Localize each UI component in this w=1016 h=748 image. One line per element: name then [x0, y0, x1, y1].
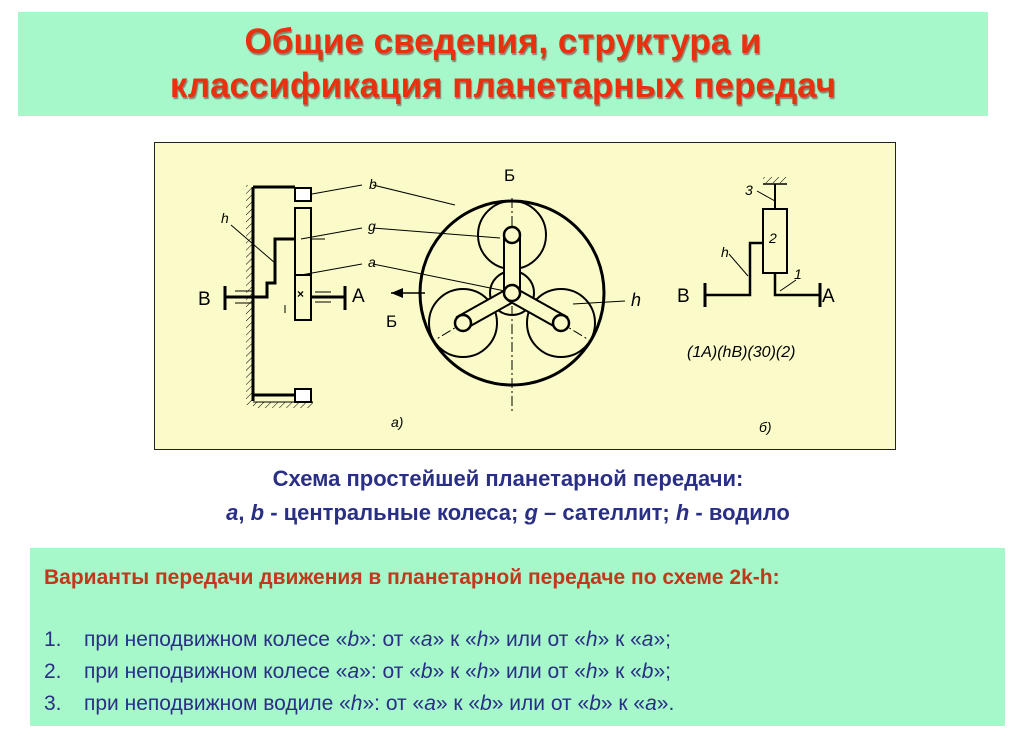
schematic-b [703, 177, 822, 307]
label-b: b [369, 176, 377, 192]
gear-schematic-drawing [223, 177, 822, 413]
page-title-line-2: классификация планетарных передач [169, 66, 837, 105]
label-1: 1 [794, 266, 802, 282]
label-a-left: A [352, 286, 365, 307]
page-title-line-1: Общие сведения, структура и [244, 22, 762, 61]
label-b-left: B [198, 289, 211, 310]
label-a: a [368, 254, 376, 270]
label-h-center: h [631, 290, 642, 310]
subfigure-b-label: б) [759, 419, 772, 435]
caption-b: b [250, 500, 265, 525]
label-2: 2 [769, 230, 777, 246]
variants-title: Варианты передачи движения в планетарной… [44, 566, 780, 589]
cross-mark: × [297, 287, 305, 301]
figure-caption-line-1: Схема простейшей планетарной передачи: [272, 466, 744, 491]
list-item: 1.при неподвижном колесе «b»: от «a» к «… [44, 628, 671, 651]
subfigure-a-label: а) [391, 414, 404, 430]
caption-h: h [675, 500, 690, 525]
caption-g: g [524, 500, 538, 525]
schematic-a [223, 184, 363, 408]
figure-caption-line-2: a, b - центральные колеса; g – сателлит;… [226, 500, 790, 525]
schematic-gear-circles [372, 184, 626, 413]
planetary-gear-figure: b g a h B A × Б Б h 3 2 1 h B A (1A)(hB)… [154, 142, 896, 450]
label-h-right: h [721, 244, 729, 260]
list-item: 3.при неподвижном водиле «h»: от «a» к «… [44, 692, 675, 715]
motion-variants-panel: Варианты передачи движения в планетарной… [30, 548, 1005, 726]
title-banner: Общие сведения, структура и классификаци… [18, 12, 988, 116]
label-a-right: A [822, 286, 835, 307]
label-g: g [368, 218, 376, 234]
caption-a: a [226, 500, 239, 525]
label-3: 3 [745, 182, 753, 198]
list-item: 2.при неподвижном колесе «a»: от «b» к «… [44, 660, 671, 683]
label-section-top: Б [504, 166, 516, 185]
label-b-right: B [677, 286, 690, 307]
label-section-bottom: Б [386, 312, 398, 331]
structure-formula: (1A)(hB)(30)(2) [687, 344, 796, 361]
label-h-left: h [221, 210, 229, 226]
